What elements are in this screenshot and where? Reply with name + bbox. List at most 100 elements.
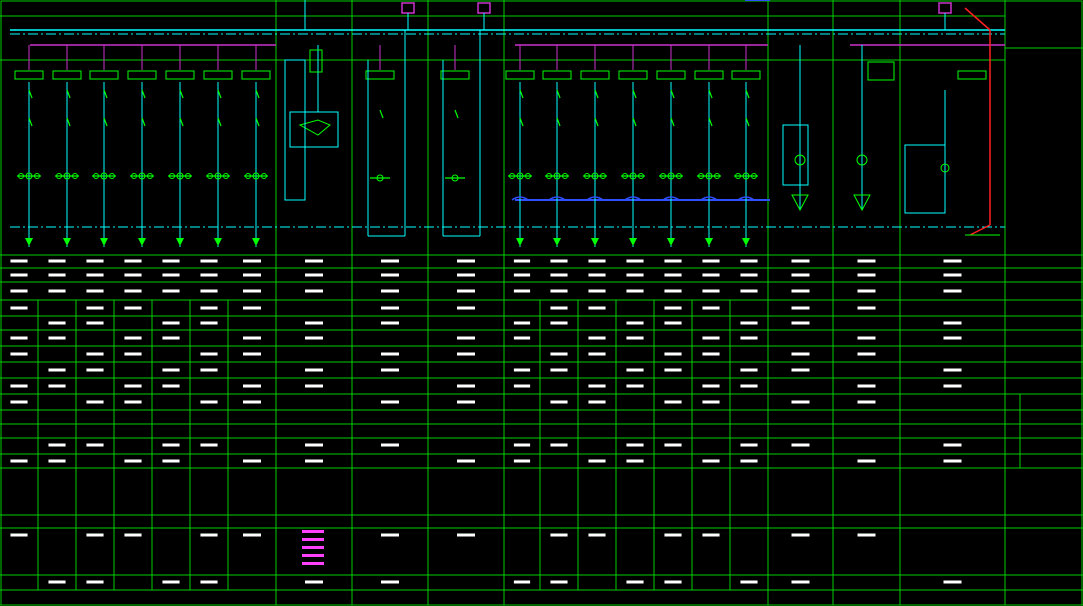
breaker-tag-frame (618, 70, 648, 80)
arrow-head (705, 238, 713, 246)
table-cell-text (124, 336, 142, 340)
table-cell-text (626, 384, 644, 388)
table-cell-text (305, 259, 323, 263)
table-cell-text (740, 384, 758, 388)
table-cell-text (791, 259, 810, 263)
table-cell-text (86, 273, 104, 277)
feeder-right (542, 45, 572, 247)
table-cell-text (702, 400, 720, 404)
switch-contact (745, 89, 750, 99)
schedule-table (0, 254, 1083, 606)
table-cell-text (457, 384, 475, 388)
table-cell-text (702, 273, 720, 277)
table-cell-text (664, 306, 682, 310)
table-cell-text (305, 336, 323, 340)
table-cell-text (124, 384, 142, 388)
table-cell-text (791, 400, 810, 404)
table-cell-text (162, 289, 180, 293)
table-cell-text (550, 289, 568, 293)
table-cell-text (626, 321, 644, 325)
table-cell-text (10, 400, 28, 404)
feeder-left (89, 45, 119, 247)
table-cell-text (626, 368, 644, 372)
table-cell-text (305, 321, 323, 325)
arrester-core (794, 154, 806, 166)
metering-loop (284, 59, 306, 201)
table-cell-text (588, 306, 606, 310)
breaker-tag-frame (957, 70, 987, 80)
metering-box (289, 111, 339, 148)
table-cell-text (10, 336, 28, 340)
arrow-head (553, 238, 561, 246)
earth-conductor (969, 224, 991, 236)
table-cell-text (702, 533, 720, 537)
ct-core (525, 173, 531, 179)
table-cell-text (550, 306, 568, 310)
table-cell-text (664, 259, 682, 263)
table-cell-text (943, 273, 962, 277)
table-cell-text (381, 321, 399, 325)
arrow-head (214, 238, 222, 246)
table-cell-text (550, 273, 568, 277)
table-cell-text (943, 289, 962, 293)
switch-contact (632, 89, 637, 99)
table-cell-text (791, 306, 810, 310)
ct-core (622, 173, 628, 179)
tag-frame (867, 61, 895, 81)
table-cell-text (457, 459, 475, 463)
table-cell-text (943, 259, 962, 263)
switch-contact (454, 109, 459, 119)
table-cell-text (48, 384, 66, 388)
table-cell-text (550, 533, 568, 537)
switch-contact (519, 89, 524, 99)
highlight-note-text (302, 562, 324, 565)
table-cell-text (791, 533, 810, 537)
table-cell-text (626, 289, 644, 293)
table-cell-text (550, 352, 568, 356)
table-cell-text (243, 459, 261, 463)
table-cell-text (86, 533, 104, 537)
table-cell-text (243, 352, 261, 356)
table-cell-text (86, 289, 104, 293)
table-cell-text (86, 443, 104, 447)
table-cell-text (86, 321, 104, 325)
table-cell-text (48, 580, 66, 584)
table-cell-text (943, 336, 962, 340)
table-cell-text (381, 273, 399, 277)
switch-contact (28, 89, 33, 99)
table-cell-text (10, 352, 28, 356)
table-cell-text (86, 306, 104, 310)
table-cell-text (200, 289, 218, 293)
table-cell-text (381, 533, 399, 537)
switch-contact (594, 89, 599, 99)
table-cell-text (588, 352, 606, 356)
table-cell-text (305, 580, 323, 584)
table-cell-text (702, 352, 720, 356)
breaker-tag-frame (127, 70, 157, 80)
table-cell-text (702, 336, 720, 340)
ct-core (509, 173, 515, 179)
table-cell-text (740, 321, 758, 325)
arrow-head (591, 238, 599, 246)
table-cell-text (200, 400, 218, 404)
table-cell-text (124, 273, 142, 277)
ct-core (600, 173, 606, 179)
breaker-tag-frame (656, 70, 686, 80)
table-cell-text (48, 259, 66, 263)
isolator-contact (141, 117, 146, 127)
table-cell-text (243, 384, 261, 388)
table-cell-text (457, 306, 475, 310)
feeder-left (203, 45, 233, 247)
table-cell-text (740, 336, 758, 340)
table-cell-text (162, 368, 180, 372)
breaker-tag-frame (580, 70, 610, 80)
isolator-contact (217, 117, 222, 127)
feeder-right (694, 45, 724, 247)
table-cell-text (48, 368, 66, 372)
table-cell-text (857, 459, 876, 463)
table-cell-text (48, 289, 66, 293)
table-cell-text (86, 580, 104, 584)
feeder-left (127, 45, 157, 247)
table-cell-text (200, 273, 218, 277)
